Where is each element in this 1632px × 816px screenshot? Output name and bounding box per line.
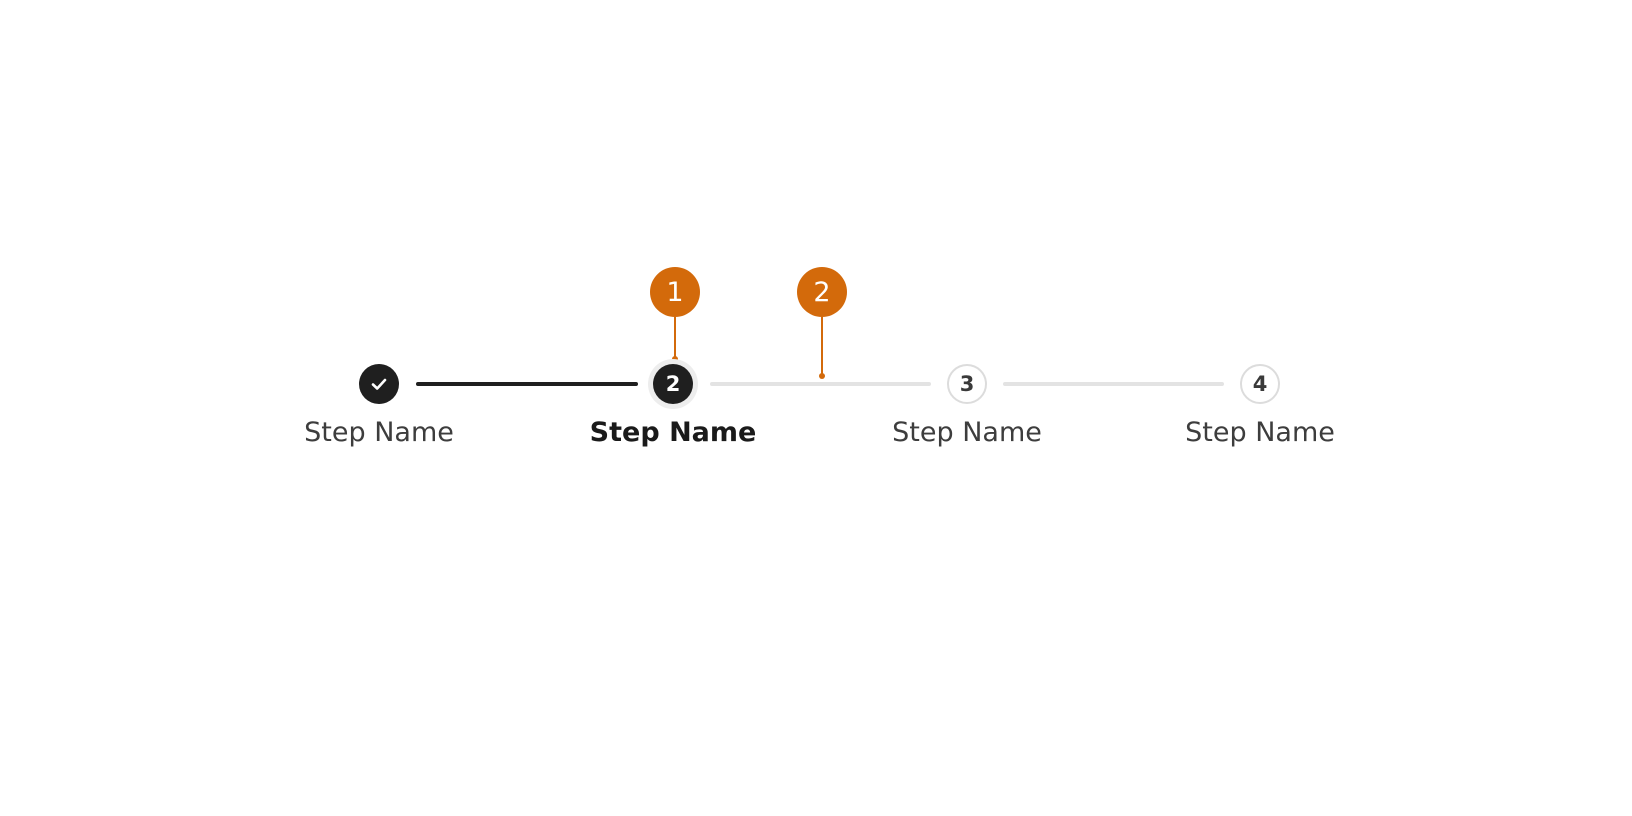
step-connector-complete (416, 382, 638, 386)
step-3-marker[interactable]: 3 (947, 364, 987, 404)
check-icon (369, 374, 389, 394)
callout-marker-2: 2 (797, 267, 847, 317)
step-1-label: Step Name (304, 417, 454, 448)
callout-marker-1: 1 (650, 267, 700, 317)
step-number: 2 (665, 372, 681, 396)
step-2-marker[interactable]: 2 (653, 364, 693, 404)
step-number: 4 (1252, 372, 1268, 396)
callout-stem (821, 317, 823, 375)
callout-stem (674, 317, 676, 359)
step-3-label: Step Name (892, 417, 1042, 448)
step-connector-pending (1003, 382, 1224, 386)
callout-anchor-dot (819, 373, 825, 379)
callout-anchor-dot (672, 356, 678, 362)
step-4-marker[interactable]: 4 (1240, 364, 1280, 404)
step-1-marker[interactable] (359, 364, 399, 404)
step-2-label: Step Name (589, 417, 757, 448)
step-number: 3 (959, 372, 975, 396)
step-connector-pending (710, 382, 931, 386)
callout-label: 2 (813, 276, 831, 308)
callout-label: 1 (666, 276, 684, 308)
step-4-label: Step Name (1185, 417, 1335, 448)
